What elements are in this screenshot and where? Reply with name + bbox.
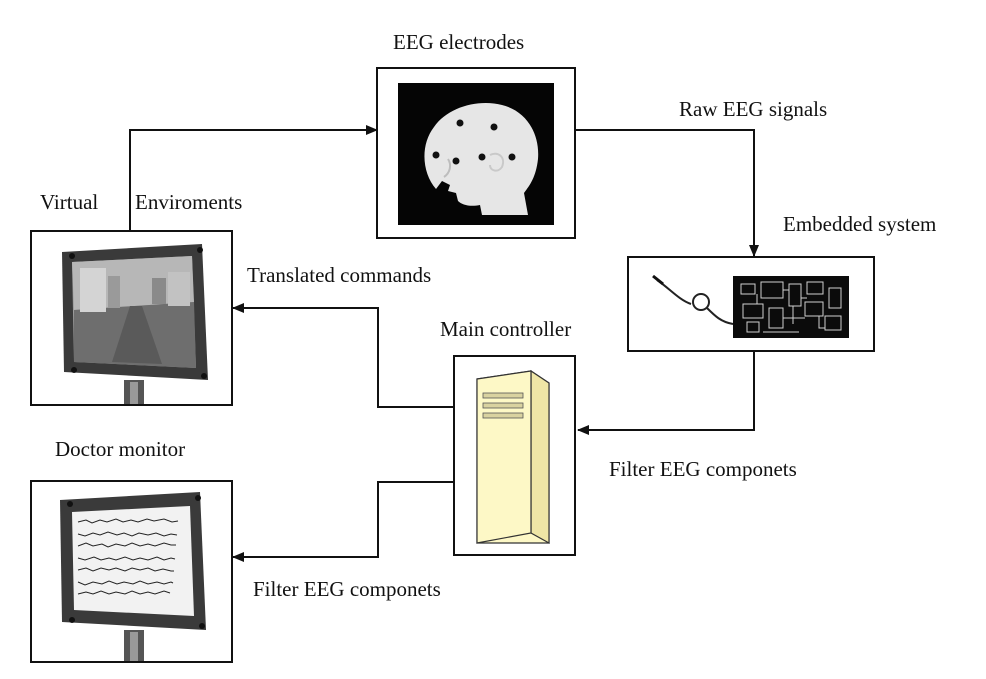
virtual-label: Virtual bbox=[40, 190, 99, 214]
virtual-environment-box bbox=[30, 230, 233, 406]
raw-eeg-signals-label: Raw EEG signals bbox=[679, 97, 828, 121]
arrow-raw-eeg-signals bbox=[576, 129, 759, 257]
doctor-monitor-box bbox=[30, 480, 233, 663]
computer-tower-icon bbox=[476, 369, 550, 545]
enviroments-label: Enviroments bbox=[135, 190, 243, 214]
eeg-electrodes-label: EEG electrodes bbox=[393, 30, 525, 54]
arrow-embedded-to-controller bbox=[577, 352, 755, 435]
doctor-monitor-image bbox=[60, 492, 206, 661]
embedded-system-box bbox=[627, 256, 875, 352]
arrow-to-doctor-monitor bbox=[232, 481, 453, 562]
main-controller-label: Main controller bbox=[440, 317, 572, 341]
translated-commands-label: Translated commands bbox=[247, 263, 432, 287]
filter-eeg-components-bottom-label: Filter EEG componets bbox=[253, 577, 441, 601]
eeg-head-image bbox=[398, 83, 554, 225]
eeg-electrodes-box bbox=[376, 67, 576, 239]
arrow-vr-to-electrodes bbox=[129, 125, 378, 230]
main-controller-box bbox=[453, 355, 576, 556]
embedded-system-label: Embedded system bbox=[783, 212, 937, 236]
embedded-board-image bbox=[652, 274, 849, 338]
doctor-monitor-label: Doctor monitor bbox=[55, 437, 186, 461]
filter-eeg-components-right-label: Filter EEG componets bbox=[609, 457, 797, 481]
arrow-translated-commands bbox=[232, 303, 453, 408]
vr-monitor-image bbox=[62, 244, 208, 404]
